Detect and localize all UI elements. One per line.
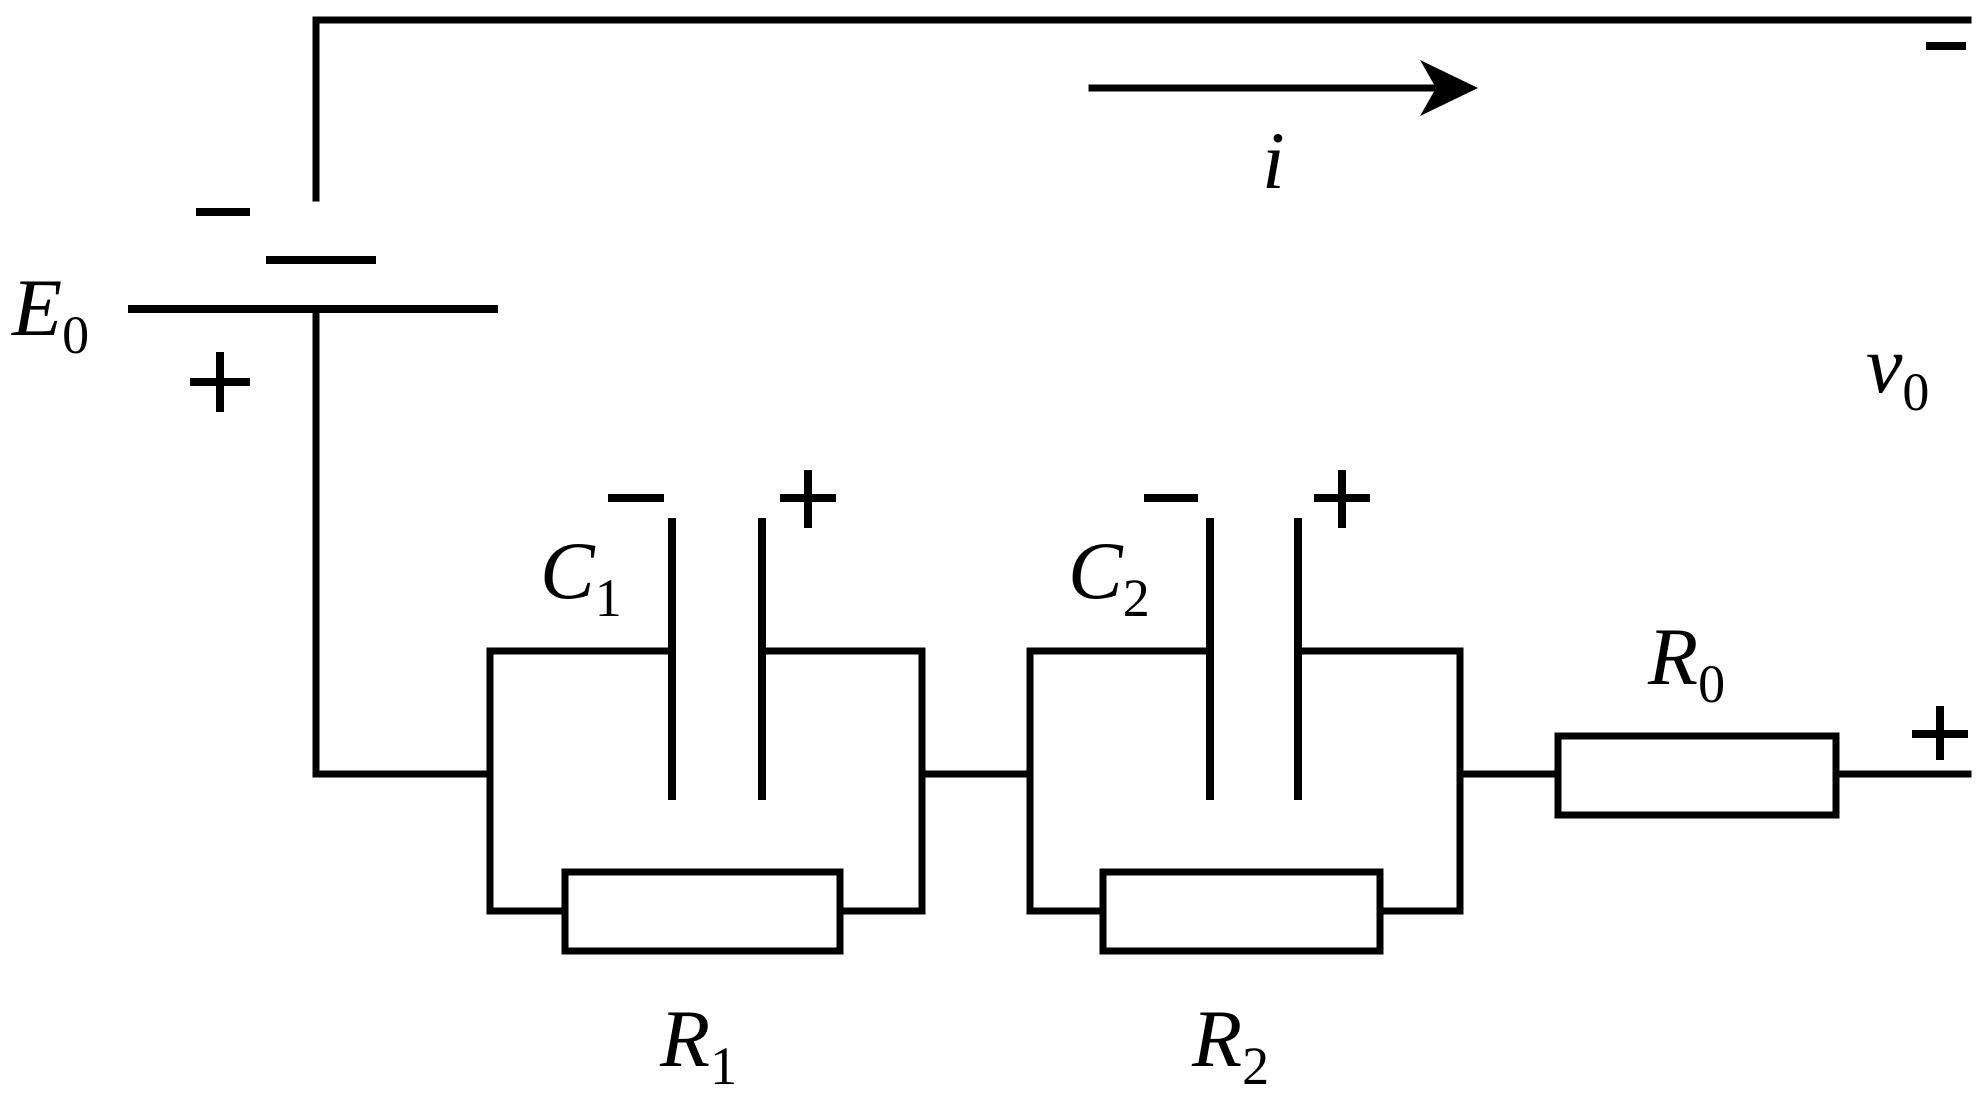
c2-plus-sign — [1314, 470, 1370, 528]
label-r0: R0 — [1647, 611, 1725, 714]
rc-block-2 — [1026, 518, 1464, 955]
resistor-r1 — [561, 868, 844, 955]
c1-plus-sign — [780, 470, 836, 528]
label-r2: R2 — [1191, 993, 1269, 1096]
output-plus-sign — [1912, 706, 1968, 760]
label-c1: C1 — [540, 525, 622, 628]
top-wire — [312, 16, 1972, 202]
battery-plus-sign — [190, 352, 250, 412]
resistor-r2 — [1099, 868, 1384, 955]
rc-block-1 — [486, 518, 926, 955]
battery-e0 — [128, 256, 498, 313]
current-arrow — [1088, 60, 1478, 116]
resistor-r0 — [1554, 732, 1840, 819]
label-c2: C2 — [1068, 525, 1150, 628]
label-e0: E0 — [11, 262, 89, 365]
label-r1: R1 — [659, 993, 737, 1096]
label-v0: v0 — [1866, 319, 1929, 422]
left-wire — [312, 305, 494, 778]
label-current-i: i — [1262, 115, 1285, 206]
